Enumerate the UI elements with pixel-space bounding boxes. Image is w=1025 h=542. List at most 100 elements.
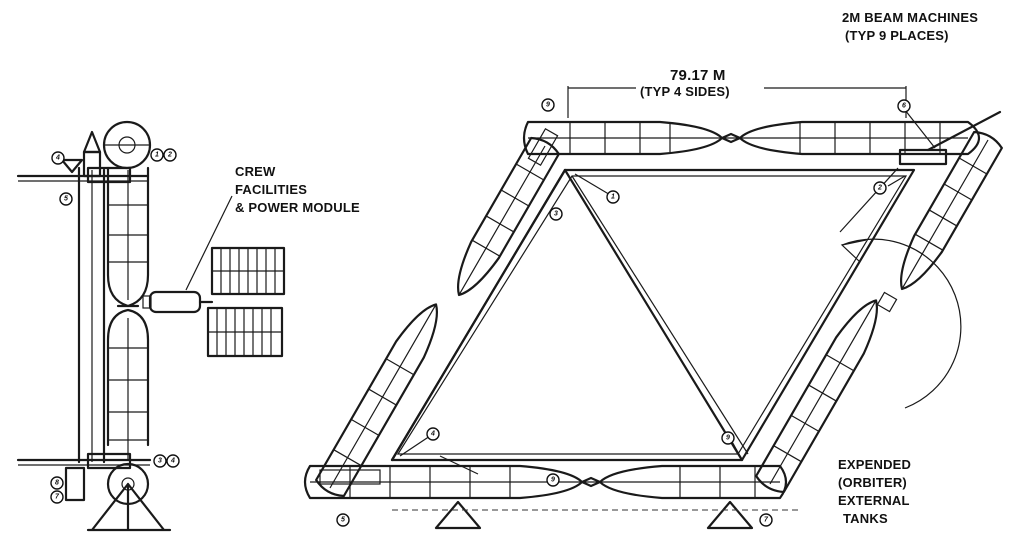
leader-6 [904, 109, 936, 149]
tank-ring [350, 418, 380, 436]
side-callouts: 4 5 1 2 3 4 8 7 [50, 148, 180, 504]
callout-top-1: 9 [541, 98, 555, 112]
svg-text:4: 4 [170, 458, 175, 465]
top-callouts: 9 6 1 3 2 4 9 5 9 7 [336, 98, 911, 527]
tank-pair-bottom [303, 464, 788, 500]
callout-top-10: 7 [759, 513, 773, 527]
tank-ring [333, 449, 362, 467]
tank-ring [515, 163, 545, 181]
callout-top-9: 9 [546, 473, 560, 487]
callout-top-4: 3 [549, 207, 563, 221]
svg-text:5: 5 [64, 196, 68, 203]
callout-top-7: 9 [721, 431, 735, 445]
tank-ring [928, 209, 958, 227]
tank-left-lower [315, 303, 438, 498]
solar-array-upper [210, 246, 286, 296]
callout-side-6: 4 [166, 454, 180, 468]
side-beam-machine-bottom [86, 452, 132, 470]
beam-machine-top-left [527, 127, 559, 167]
svg-text:1: 1 [611, 194, 615, 201]
tank-ring [825, 354, 855, 372]
svg-text:9: 9 [726, 435, 730, 442]
side-support-legs [86, 482, 172, 532]
svg-text:7: 7 [764, 517, 769, 524]
tank-body [457, 136, 560, 297]
callout-side-4: 2 [163, 148, 177, 162]
svg-text:2: 2 [167, 152, 172, 159]
tank-ring [914, 233, 944, 251]
rotation-arc [841, 238, 962, 409]
crew-leader-line [185, 195, 233, 291]
svg-text:2: 2 [877, 185, 882, 192]
crew-module [148, 290, 202, 314]
tank-body [315, 303, 438, 498]
callout-side-1: 4 [51, 151, 65, 165]
beam-machine-top-right [898, 148, 948, 166]
dimension-note: (TYP 4 SIDES) [640, 84, 730, 99]
callout-side-7: 8 [50, 476, 64, 490]
top-view: 79.17 M (TYP 4 SIDES) [303, 10, 1003, 530]
tanks-label-line1: EXPENDED [838, 457, 911, 472]
tank-top-right [738, 120, 981, 156]
svg-text:8: 8 [55, 480, 59, 487]
solar-array-lower [206, 306, 284, 358]
tank-axis [901, 139, 989, 290]
side-fitting-top [60, 158, 84, 174]
crew-label-line2: FACILITIES [235, 182, 307, 197]
tank-body [900, 130, 1003, 291]
tank-pair-right-diagonal [755, 130, 1003, 494]
tank-right-midjoint [876, 291, 898, 313]
leader-2 [887, 175, 906, 187]
tank-pair-left-diagonal [315, 127, 560, 498]
tank-ring [790, 414, 820, 432]
tank-bottom-right [598, 464, 788, 500]
callout-top-2: 6 [897, 99, 911, 113]
tank-ring [943, 183, 973, 201]
tanks-label-line3: EXTERNAL [838, 493, 910, 508]
svg-text:5: 5 [341, 517, 345, 524]
leader-bolt [839, 167, 899, 233]
side-fitting-bottom [64, 466, 86, 502]
callout-top-6: 4 [426, 427, 440, 441]
tank-top-left [522, 120, 724, 156]
tank-right-upper [900, 130, 1003, 291]
tank-bottom-left [303, 464, 584, 500]
beam-machines-note: (TYP 9 PLACES) [845, 28, 949, 43]
svg-text:1: 1 [155, 152, 159, 159]
callout-side-3: 1 [150, 148, 164, 162]
svg-text:7: 7 [55, 494, 60, 501]
tank-ring [485, 215, 515, 233]
crew-label-line3: & POWER MODULE [235, 200, 360, 215]
side-view: 4 5 1 2 3 4 8 7 CREW FACILITIES & POWER … [16, 120, 360, 532]
tank-ring [368, 388, 397, 406]
svg-text:9: 9 [546, 102, 550, 109]
support-tripod-right [706, 500, 754, 530]
truss-diagonal-inner [571, 175, 749, 455]
tank-ring [471, 239, 501, 257]
support-tripod-left [434, 500, 482, 530]
tanks-label-line4: TANKS [843, 511, 888, 526]
callout-side-8: 7 [50, 490, 64, 504]
callout-top-3: 1 [606, 190, 620, 204]
crew-module-docking [142, 295, 152, 309]
tank-ring [773, 445, 802, 463]
svg-text:6: 6 [902, 103, 906, 110]
callout-side-2: 5 [59, 192, 73, 206]
tank-body [755, 299, 878, 494]
side-lower-tank [106, 308, 150, 447]
truss-diagonal [563, 168, 744, 462]
rotation-arc-arrow [840, 239, 867, 263]
tank-left-upper [457, 136, 560, 297]
tank-ring [500, 189, 530, 207]
side-nose-cone [82, 130, 102, 154]
callout-side-5: 3 [153, 454, 167, 468]
tank-axis [458, 145, 546, 296]
tank-ring [385, 358, 415, 376]
dimension-label: 79.17 M [670, 67, 726, 84]
callout-top-8: 5 [336, 513, 350, 527]
truss-side-left [390, 168, 567, 462]
tanks-label-line2: (ORBITER) [838, 475, 907, 490]
svg-text:4: 4 [55, 155, 60, 162]
